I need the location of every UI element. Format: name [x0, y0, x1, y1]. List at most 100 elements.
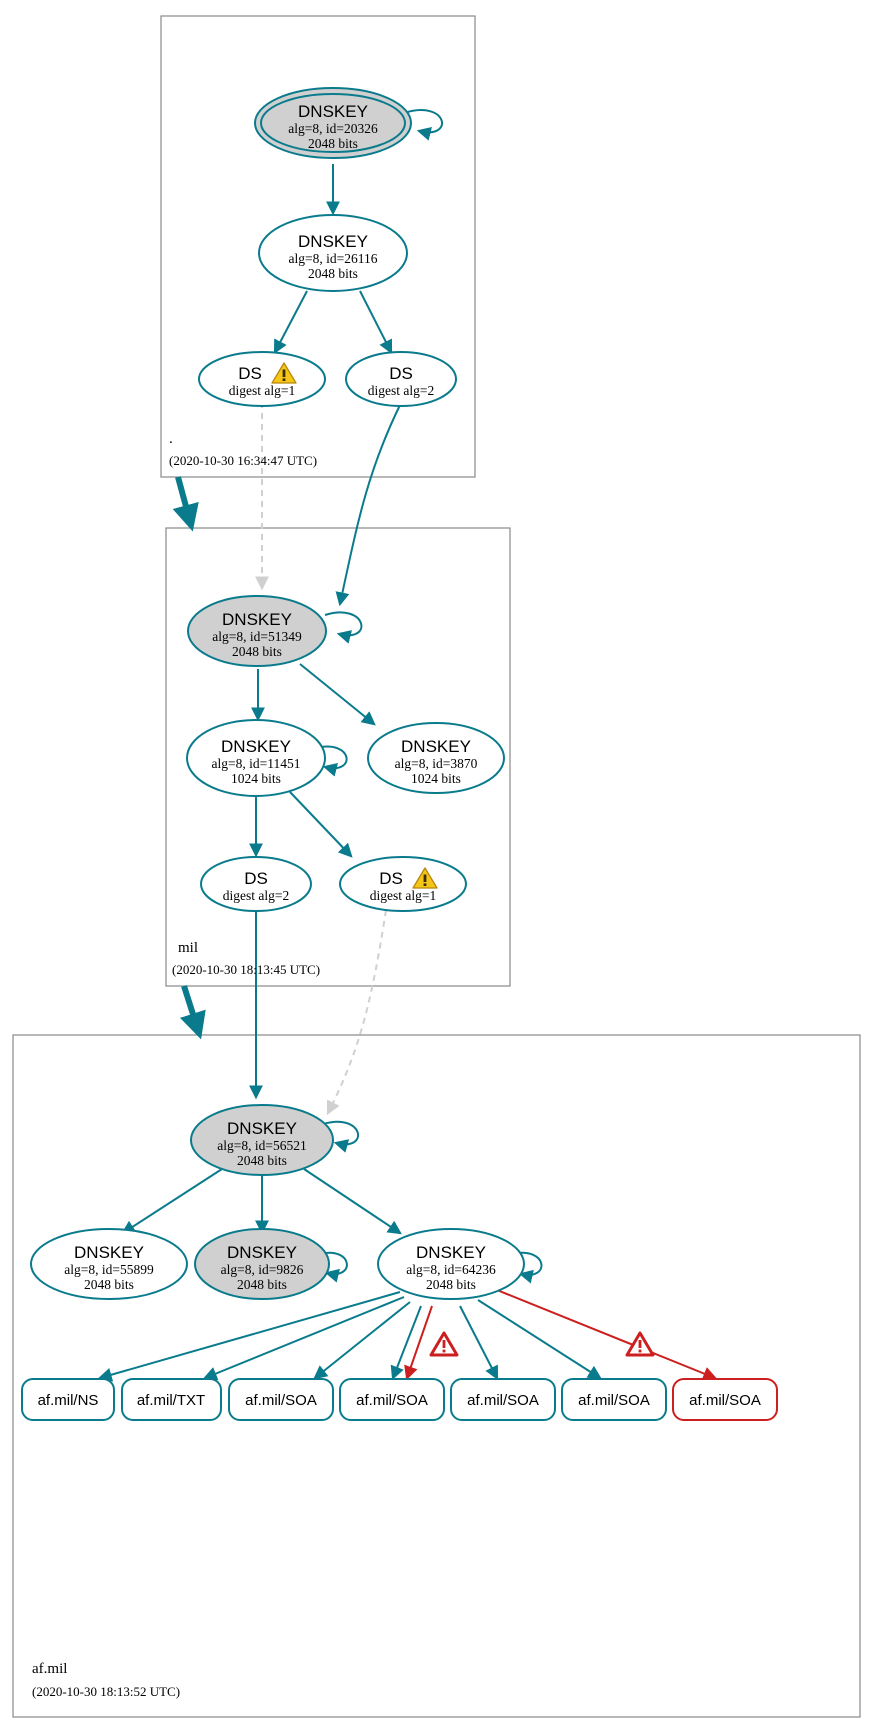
node-title: DS	[389, 364, 413, 383]
edge-key64236-to-rr-soa-4	[477, 1299, 602, 1380]
zone-timestamp: (2020-10-30 16:34:47 UTC)	[169, 453, 317, 468]
node-line3: 1024 bits	[411, 771, 461, 786]
node-line2: digest alg=2	[368, 383, 434, 398]
rrset-label: af.mil/SOA	[689, 1392, 761, 1409]
zone-label-mil: mil (2020-10-30 18:13:45 UTC)	[172, 940, 320, 977]
zone-timestamp: (2020-10-30 18:13:45 UTC)	[172, 962, 320, 977]
edge-mil-zsk-11451-self-sign	[315, 745, 348, 777]
node-line2: alg=8, id=20326	[288, 121, 378, 136]
warning-icon	[412, 867, 438, 889]
edge-mil-ds-alg1-to-afmil-key	[326, 909, 387, 1116]
rrset-label: af.mil/SOA	[245, 1392, 317, 1409]
node-title: DS	[379, 869, 403, 888]
node-line3: 2048 bits	[84, 1277, 134, 1292]
node-mil-ds-digest-alg-1[interactable]: DS digest alg=1	[339, 856, 467, 912]
zone-name: .	[169, 431, 173, 447]
node-line2: alg=8, id=9826	[221, 1262, 304, 1277]
node-mil-zsk-3870[interactable]: DNSKEY alg=8, id=3870 1024 bits	[367, 722, 505, 794]
node-line2: alg=8, id=51349	[212, 629, 302, 644]
zone-label-afmil: af.mil (2020-10-30 18:13:52 UTC)	[32, 1661, 180, 1699]
node-line2: alg=8, id=3870	[395, 756, 478, 771]
node-line3: 2048 bits	[232, 644, 282, 659]
edge-key64236-to-rr-soa-2-error	[404, 1305, 433, 1381]
zone-label-root: . (2020-10-30 16:34:47 UTC)	[169, 431, 317, 468]
node-title: DNSKEY	[416, 1243, 486, 1262]
node-line2: digest alg=1	[370, 888, 436, 903]
edge-key64236-to-rr-ns	[97, 1291, 401, 1382]
node-title: DS	[244, 869, 268, 888]
node-afmil-key-9826[interactable]: DNSKEY alg=8, id=9826 2048 bits	[194, 1228, 330, 1300]
edge-key64236-to-rr-soa-3	[459, 1305, 499, 1381]
edge-key64236-to-rr-soa-1	[313, 1301, 411, 1380]
rrset-label: af.mil/TXT	[137, 1392, 205, 1409]
edge-afmil-key-9826-self-sign	[319, 1251, 348, 1283]
node-mil-zsk-11451[interactable]: DNSKEY alg=8, id=11451 1024 bits	[186, 719, 326, 797]
edge-mil-ksk-self-sign	[324, 611, 363, 644]
edge-key64236-to-rr-soa-5-error	[491, 1287, 718, 1381]
rrset-af-mil-soa-4[interactable]: af.mil/SOA	[561, 1378, 667, 1421]
edge-root-ds-alg2-to-mil-key	[335, 402, 402, 607]
node-line2: alg=8, id=26116	[289, 251, 378, 266]
node-line2: alg=8, id=56521	[217, 1138, 306, 1153]
edge-afmil-ksk-self-sign	[322, 1120, 360, 1153]
node-title: DNSKEY	[401, 737, 471, 756]
node-title: DS	[238, 364, 262, 383]
zone-connector-root-to-mil	[172, 476, 199, 532]
zone-connector-mil-to-afmil	[179, 985, 206, 1040]
warning-icon	[271, 362, 297, 384]
rrset-label: af.mil/SOA	[467, 1392, 539, 1409]
edge-root-zsk-to-ds-alg1	[273, 290, 308, 355]
node-title: DNSKEY	[221, 737, 291, 756]
node-line2: alg=8, id=11451	[212, 756, 301, 771]
node-title: DNSKEY	[222, 610, 292, 629]
node-line3: 2048 bits	[308, 266, 358, 281]
node-root-ksk-20326[interactable]: DNSKEY alg=8, id=20326 2048 bits	[254, 87, 412, 159]
rrset-af-mil-ns[interactable]: af.mil/NS	[21, 1378, 115, 1421]
rrset-af-mil-soa-1[interactable]: af.mil/SOA	[228, 1378, 334, 1421]
rrset-af-mil-soa-3[interactable]: af.mil/SOA	[450, 1378, 556, 1421]
node-title: DNSKEY	[74, 1243, 144, 1262]
node-line3: 1024 bits	[231, 771, 281, 786]
node-title: DNSKEY	[227, 1243, 297, 1262]
edge-root-ksk-self-sign	[403, 109, 444, 141]
node-line2: alg=8, id=64236	[406, 1262, 496, 1277]
node-title: DNSKEY	[298, 232, 368, 251]
node-root-zsk-26116[interactable]: DNSKEY alg=8, id=26116 2048 bits	[258, 214, 408, 292]
edge-afmil-ksk-to-key-55899	[121, 1168, 223, 1235]
node-line3: 2048 bits	[426, 1277, 476, 1292]
edge-afmil-key-64236-self-sign	[511, 1251, 543, 1284]
error-icon	[625, 1331, 655, 1357]
node-title: DNSKEY	[298, 102, 368, 121]
zone-name: af.mil	[32, 1661, 67, 1677]
rrset-af-mil-soa-2[interactable]: af.mil/SOA	[339, 1378, 445, 1421]
rrset-label: af.mil/SOA	[356, 1392, 428, 1409]
node-afmil-ksk-56521[interactable]: DNSKEY alg=8, id=56521 2048 bits	[190, 1104, 334, 1176]
node-title: DNSKEY	[227, 1119, 297, 1138]
edge-key64236-to-rr-soa-2-secure	[390, 1305, 422, 1381]
zone-box-afmil	[12, 1034, 861, 1718]
rrset-label: af.mil/NS	[38, 1392, 99, 1409]
node-afmil-key-64236[interactable]: DNSKEY alg=8, id=64236 2048 bits	[377, 1228, 525, 1300]
node-line3: 2048 bits	[237, 1277, 287, 1292]
node-mil-ds-digest-alg-2[interactable]: DS digest alg=2	[200, 856, 312, 912]
edge-key64236-to-rr-txt	[202, 1296, 405, 1381]
edge-root-zsk-to-ds-alg2	[359, 290, 393, 355]
zone-name: mil	[178, 940, 198, 956]
node-line3: 2048 bits	[237, 1153, 287, 1168]
node-line2: alg=8, id=55899	[64, 1262, 154, 1277]
edge-mil-zsk-to-ds-alg1	[289, 791, 353, 858]
edge-mil-ksk-to-zsk-3870	[299, 663, 376, 726]
node-line2: digest alg=2	[223, 888, 289, 903]
node-afmil-key-55899[interactable]: DNSKEY alg=8, id=55899 2048 bits	[30, 1228, 188, 1300]
rrset-label: af.mil/SOA	[578, 1392, 650, 1409]
node-line2: digest alg=1	[229, 383, 295, 398]
rrset-af-mil-soa-5[interactable]: af.mil/SOA	[672, 1378, 778, 1421]
node-root-ds-digest-alg-2[interactable]: DS digest alg=2	[345, 351, 457, 407]
edge-afmil-ksk-to-key-64236	[303, 1168, 402, 1235]
node-mil-ksk-51349[interactable]: DNSKEY alg=8, id=51349 2048 bits	[187, 595, 327, 667]
error-icon	[429, 1331, 459, 1357]
node-root-ds-digest-alg-1[interactable]: DS digest alg=1	[198, 351, 326, 407]
rrset-af-mil-txt[interactable]: af.mil/TXT	[121, 1378, 222, 1421]
node-line3: 2048 bits	[308, 136, 358, 151]
